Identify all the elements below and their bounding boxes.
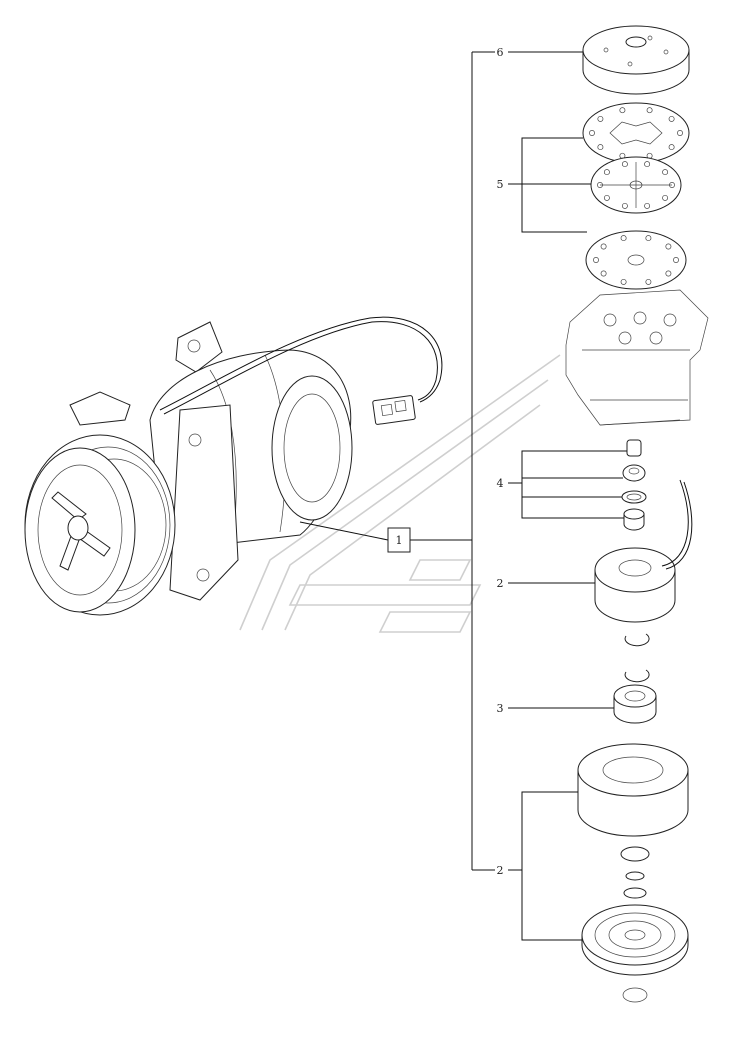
gasket-hole [662, 194, 669, 201]
gasket-hole [620, 278, 627, 285]
gasket-hole [600, 243, 607, 250]
gasket-hole [646, 152, 653, 159]
gasket-hole [662, 169, 669, 176]
gasket-hole [644, 202, 651, 209]
gasket-hole [620, 235, 627, 242]
callout-2-lower: 2 [497, 791, 582, 941]
gasket-hole [621, 202, 628, 209]
part-6-cylinder-head [582, 25, 690, 95]
gasket-hole [665, 270, 672, 277]
callout-5: 5 [497, 137, 591, 233]
gasket-hole [621, 161, 628, 168]
part-2-pulley-and-hub [577, 743, 689, 1003]
svg-text:3: 3 [497, 702, 504, 715]
part-3-bearing [613, 684, 657, 724]
gasket-hole [597, 182, 603, 188]
gasket-hole [669, 182, 675, 188]
svg-text:5: 5 [497, 178, 504, 191]
part-4-shaft-seals [621, 439, 647, 531]
gasket-hole [603, 194, 610, 201]
callout-3: 3 [497, 702, 614, 715]
part-2-clutch-coil [594, 479, 693, 683]
gasket-hole [603, 169, 610, 176]
svg-text:2: 2 [497, 577, 504, 590]
gasket-hole [665, 243, 672, 250]
gasket-hole [597, 144, 604, 151]
callout-4: 4 [497, 450, 627, 519]
gasket-hole [597, 115, 604, 122]
gasket-hole [668, 115, 675, 122]
compressor-assembly [24, 316, 443, 616]
gasket-hole [593, 257, 599, 263]
gasket-hole [673, 257, 679, 263]
gasket-hole [619, 107, 626, 114]
gasket-hole [645, 235, 652, 242]
gasket-hole [677, 130, 683, 136]
part-5-gaskets [582, 102, 690, 290]
gasket-hole [600, 270, 607, 277]
main-callout-label: 1 [396, 534, 403, 547]
svg-text:4: 4 [497, 477, 504, 490]
callout-bracket [471, 51, 495, 871]
cylinder-block [565, 289, 709, 426]
gasket-hole [668, 144, 675, 151]
gasket-hole [645, 278, 652, 285]
gasket-hole [619, 152, 626, 159]
gasket-hole [646, 107, 653, 114]
callout-6: 6 [497, 46, 583, 59]
svg-text:6: 6 [497, 46, 504, 59]
main-callout: 1 [299, 521, 472, 553]
svg-text:2: 2 [497, 864, 504, 877]
gasket-hole [644, 161, 651, 168]
part-5-gasket-holes [589, 107, 683, 285]
callout-2-upper: 2 [497, 577, 595, 590]
gasket-hole [589, 130, 595, 136]
